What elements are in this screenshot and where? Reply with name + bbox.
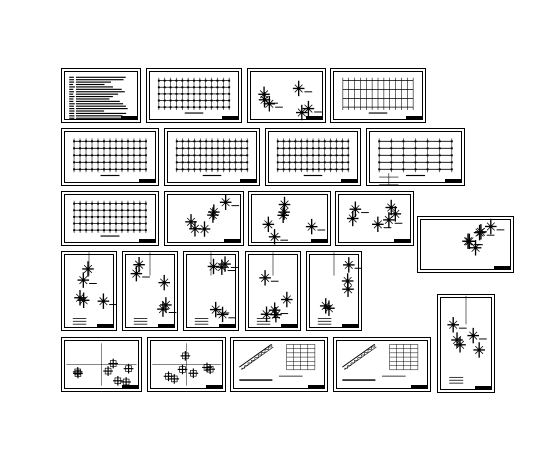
sheet-drawing	[130, 252, 177, 325]
drawing-sheet-15[interactable]	[122, 251, 178, 331]
drawing-sheet-20[interactable]	[147, 337, 226, 392]
drawing-sheet-7[interactable]	[265, 128, 361, 186]
title-block	[121, 116, 137, 119]
title-block	[475, 386, 491, 389]
sheet-drawing	[276, 138, 350, 177]
drawing-sheet-6[interactable]	[164, 128, 260, 186]
drawing-sheet-4[interactable]	[330, 68, 426, 123]
sheet-drawing	[194, 252, 238, 325]
sheet-drawing	[72, 252, 116, 325]
title-block	[224, 239, 240, 242]
sheet-drawing	[175, 138, 249, 177]
sheet-drawing	[462, 218, 505, 256]
drawing-sheet-17[interactable]	[245, 251, 301, 331]
title-block	[342, 324, 358, 327]
sheet-drawing	[73, 138, 147, 177]
title-block	[306, 116, 322, 119]
title-block	[139, 239, 155, 242]
drawing-sheet-23[interactable]	[437, 294, 495, 393]
title-block	[494, 266, 510, 269]
title-block	[158, 324, 174, 327]
title-block	[122, 385, 138, 388]
drawing-sheet-2[interactable]	[146, 68, 242, 123]
sheet-drawing	[342, 343, 419, 381]
title-block	[406, 116, 422, 119]
sheet-drawing	[152, 343, 221, 386]
title-block	[222, 116, 238, 119]
sheet-drawing	[447, 295, 487, 384]
title-block	[281, 324, 297, 327]
sheet-drawing	[66, 343, 137, 387]
drawing-sheet-14[interactable]	[61, 251, 117, 331]
title-block	[139, 179, 155, 182]
title-block	[341, 179, 357, 182]
sheet-drawing	[262, 196, 326, 245]
drawing-sheet-12[interactable]	[335, 191, 414, 246]
drawing-sheet-22[interactable]	[333, 337, 431, 392]
drawing-sheet-8[interactable]	[366, 128, 465, 186]
drawing-sheet-21[interactable]	[230, 337, 328, 392]
sheet-drawing	[346, 199, 403, 233]
sheet-drawing	[239, 343, 316, 381]
sheet-drawing	[73, 200, 147, 237]
title-block	[308, 385, 324, 388]
title-block	[311, 239, 327, 242]
sheet-drawing	[185, 194, 240, 237]
drawing-sheet-1[interactable]	[61, 68, 141, 123]
sheet-drawing	[157, 77, 231, 114]
drawing-sheet-11[interactable]	[248, 191, 331, 246]
drawing-sheet-13[interactable]	[417, 216, 514, 273]
sheet-drawing	[342, 77, 414, 114]
title-block	[206, 385, 222, 388]
sheet-drawing	[258, 80, 322, 121]
title-block	[219, 324, 235, 327]
sheet-drawing	[256, 252, 293, 325]
sheet-drawing	[69, 76, 128, 119]
drawing-sheet-3[interactable]	[247, 68, 326, 123]
title-block	[97, 324, 113, 327]
drawing-sheet-16[interactable]	[183, 251, 239, 331]
title-block	[445, 179, 461, 182]
drawing-sheet-19[interactable]	[61, 337, 142, 392]
title-block	[394, 239, 410, 242]
drawing-sheet-5[interactable]	[61, 128, 159, 186]
sheet-drawing	[317, 252, 361, 325]
drawing-sheet-18[interactable]	[306, 251, 362, 331]
drawing-sheet-9[interactable]	[61, 191, 159, 246]
sheet-drawing	[378, 138, 453, 185]
drawing-sheet-10[interactable]	[164, 191, 244, 246]
title-block	[240, 179, 256, 182]
title-block	[411, 385, 427, 388]
